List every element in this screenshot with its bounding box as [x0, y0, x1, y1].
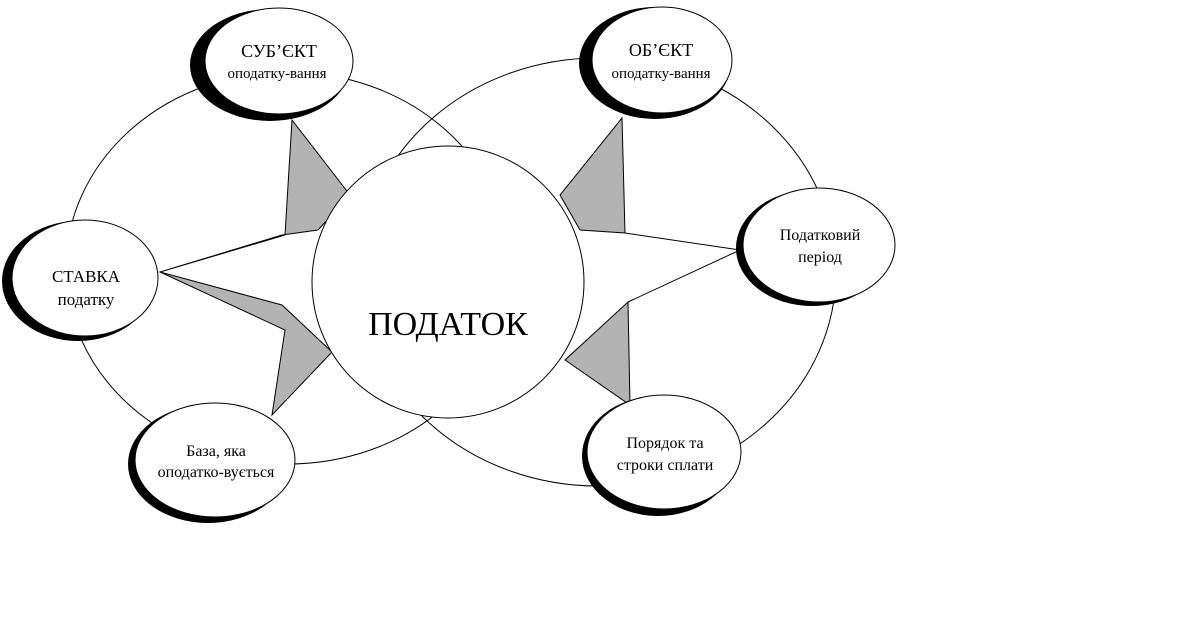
node-rate-line1: СТАВКА	[52, 267, 121, 286]
node-payment-ellipse	[586, 394, 742, 510]
node-base-line1: База, яка	[186, 443, 246, 460]
node-period: Податковий період	[736, 187, 896, 306]
node-payment-line2: строки сплати	[617, 457, 714, 474]
node-subject-ellipse	[204, 7, 354, 115]
node-payment-line1: Порядок та	[626, 435, 703, 452]
center-circle	[311, 145, 585, 419]
node-period-line2: період	[798, 249, 842, 266]
right-star-shape	[559, 116, 742, 406]
node-rate: СТАВКА податку	[2, 219, 159, 341]
left-star-shape	[158, 118, 351, 417]
node-base-line2: оподатко-вується	[158, 464, 275, 481]
node-subject: СУБ’ЄКТ оподатку-вання	[190, 7, 354, 121]
node-object-ellipse	[591, 6, 733, 114]
node-payment: Порядок та строки сплати	[582, 394, 742, 516]
node-object-line1: ОБ’ЄКТ	[629, 40, 693, 60]
node-rate-ellipse	[11, 219, 159, 337]
node-rate-line2: податку	[58, 290, 115, 309]
node-period-ellipse	[742, 187, 896, 303]
node-subject-line2: оподатку-вання	[227, 66, 326, 82]
center-label: ПОДАТОК	[368, 306, 528, 343]
node-base-ellipse	[134, 402, 296, 518]
node-period-line1: Податковий	[780, 227, 861, 244]
node-subject-line1: СУБ’ЄКТ	[241, 41, 317, 61]
node-object: ОБ’ЄКТ оподатку-вання	[579, 6, 733, 119]
node-object-line2: оподатку-вання	[611, 66, 710, 82]
node-base: База, яка оподатко-вується	[128, 402, 296, 523]
